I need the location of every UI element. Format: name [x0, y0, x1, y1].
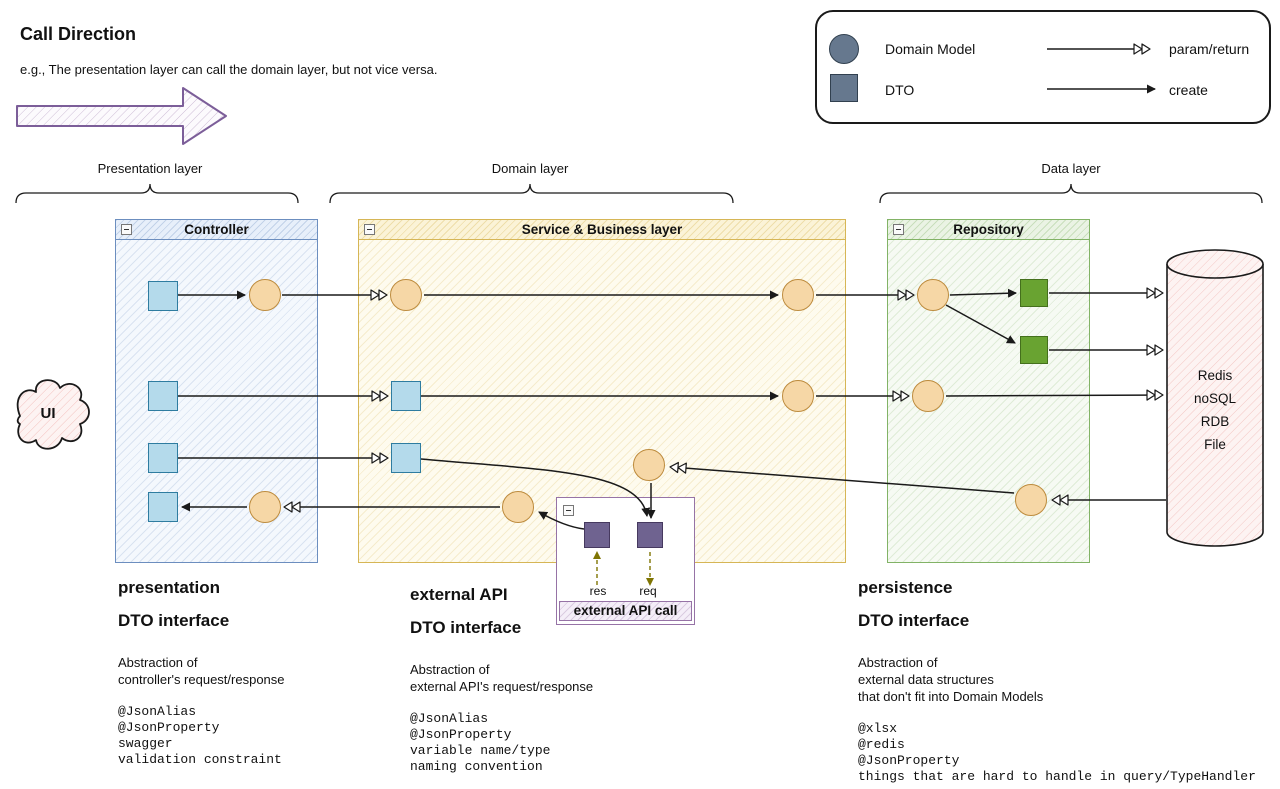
- dto-square: [148, 492, 178, 522]
- dto-square: [148, 381, 178, 411]
- persistence-dto-square: [1020, 336, 1048, 364]
- domain-model-circle: [249, 279, 281, 311]
- req-dto-square: [637, 522, 663, 548]
- repository-header: Repository: [888, 220, 1089, 240]
- page-subtitle: e.g., The presentation layer can call th…: [20, 62, 438, 77]
- collapse-icon[interactable]: [121, 224, 132, 235]
- block-description: Abstraction of external data structures …: [858, 655, 1044, 704]
- collapse-icon[interactable]: [893, 224, 904, 235]
- ui-cloud: UI: [16, 379, 90, 450]
- domain-model-circle: [917, 279, 949, 311]
- block-code: @xlsx @redis @JsonProperty things that a…: [858, 720, 1256, 784]
- dto-square: [148, 443, 178, 473]
- domain-model-circle: [1015, 484, 1047, 516]
- domain-model-circle: [390, 279, 422, 311]
- external-api-dto-block: external API DTO interface Abstraction o…: [410, 585, 710, 775]
- controller-header: Controller: [116, 220, 317, 240]
- block-description: Abstraction of external API's request/re…: [410, 662, 594, 694]
- external-api-call-title: external API call: [559, 601, 692, 621]
- legend-dto-label: DTO: [885, 82, 915, 98]
- legend-param-return-arrow-icon: [1047, 43, 1151, 55]
- block-title: DTO interface: [410, 618, 522, 637]
- dto-square: [391, 381, 421, 411]
- block-title: persistence: [858, 578, 953, 597]
- req-label: req: [639, 584, 657, 598]
- res-dto-square: [584, 522, 610, 548]
- legend-dto-icon: [830, 74, 858, 102]
- domain-model-circle: [912, 380, 944, 412]
- legend-param-return-label: param/return: [1169, 41, 1250, 57]
- db-line-file: File: [1204, 437, 1226, 452]
- collapse-icon[interactable]: [563, 505, 574, 516]
- db-line-redis: Redis: [1198, 368, 1233, 383]
- legend-create-label: create: [1169, 82, 1208, 98]
- collapse-icon[interactable]: [364, 224, 375, 235]
- external-api-call-container: res req external API call: [556, 497, 695, 625]
- legend-box: Domain Model DTO param/return create: [815, 10, 1271, 124]
- res-label: res: [589, 584, 607, 598]
- block-title: presentation: [118, 578, 221, 597]
- domain-model-circle: [249, 491, 281, 523]
- db-line-rdb: RDB: [1201, 414, 1230, 429]
- database-cylinder: Redis noSQL RDB File: [1166, 249, 1264, 547]
- layer-label-presentation: Presentation layer: [97, 161, 203, 176]
- block-description: Abstraction of controller's request/resp…: [118, 655, 285, 687]
- layer-label-domain: Domain layer: [491, 161, 569, 176]
- call-direction-arrow-icon: [16, 87, 227, 145]
- legend-domain-model-label: Domain Model: [885, 41, 976, 57]
- domain-model-circle: [633, 449, 665, 481]
- block-code: @JsonAlias @JsonProperty swagger validat…: [118, 703, 282, 767]
- persistence-dto-square: [1020, 279, 1048, 307]
- block-title: DTO interface: [858, 611, 970, 630]
- service-header: Service & Business layer: [359, 220, 845, 240]
- domain-model-circle: [502, 491, 534, 523]
- db-line-nosql: noSQL: [1194, 391, 1237, 406]
- presentation-dto-block: presentation DTO interface Abstraction o…: [118, 578, 408, 768]
- block-code: @JsonAlias @JsonProperty variable name/t…: [410, 710, 551, 774]
- service-title: Service & Business layer: [521, 222, 683, 237]
- legend-domain-model-icon: [829, 34, 859, 64]
- block-title: external API: [410, 585, 508, 604]
- layer-label-data: Data layer: [1041, 161, 1101, 176]
- dto-square: [391, 443, 421, 473]
- domain-model-circle: [782, 380, 814, 412]
- persistence-dto-block: persistence DTO interface Abstraction of…: [858, 578, 1278, 785]
- layer-braces: [15, 183, 1263, 204]
- service-container: Service & Business layer: [358, 219, 846, 563]
- block-title: DTO interface: [118, 611, 230, 630]
- repository-title: Repository: [953, 222, 1024, 237]
- ui-cloud-label: UI: [41, 405, 56, 422]
- dto-square: [148, 281, 178, 311]
- controller-title: Controller: [184, 222, 249, 237]
- legend-create-arrow-icon: [1047, 84, 1156, 94]
- page-title: Call Direction: [20, 24, 137, 44]
- domain-model-circle: [782, 279, 814, 311]
- controller-container: Controller: [115, 219, 318, 563]
